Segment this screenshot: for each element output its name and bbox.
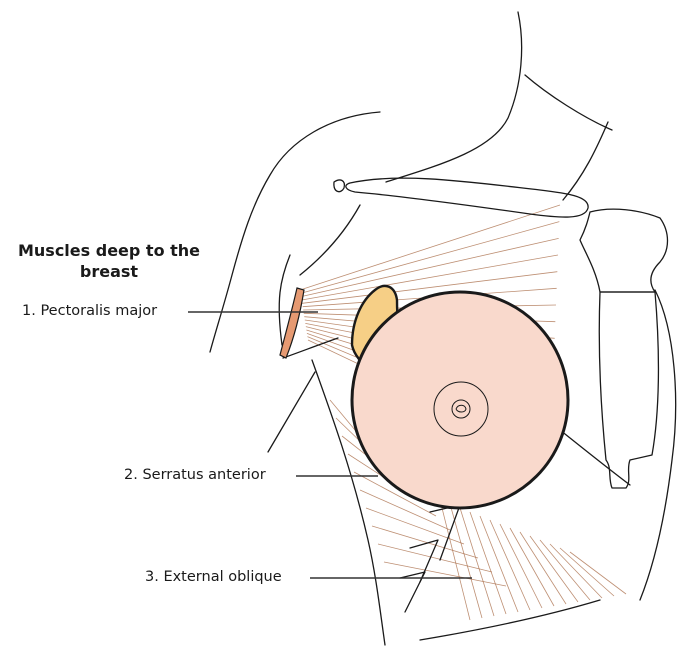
pectoralis-cut-edge [280, 288, 304, 358]
neck-contour [563, 122, 608, 200]
muscle-fiber [301, 222, 560, 294]
neck-outline [386, 12, 522, 182]
serratus-digitation-1 [430, 505, 460, 560]
costal-margin [560, 430, 630, 485]
label-pectoralis-major: 1. Pectoralis major [22, 302, 157, 320]
muscle-fiber [302, 255, 558, 300]
label-serratus-anterior: 2. Serratus anterior [124, 466, 266, 484]
muscle-fiber [470, 512, 506, 614]
clavicle [346, 178, 588, 217]
manubrium [580, 209, 668, 292]
label-external-oblique: 3. External oblique [145, 568, 282, 586]
muscle-fiber [490, 520, 530, 610]
heading-line-1: Muscles deep to the [10, 240, 208, 261]
heading: Muscles deep to the breast [10, 240, 208, 282]
muscle-fiber [550, 544, 602, 598]
pectoralis-upper-border [300, 205, 360, 275]
muscle-fiber [384, 562, 506, 586]
muscle-fiber [500, 524, 542, 608]
muscle-fiber [510, 528, 554, 606]
sternum-body [599, 292, 658, 488]
muscle-fiber [530, 536, 578, 602]
serratus-digitation-2 [410, 540, 438, 582]
muscle-fiber [480, 516, 518, 612]
muscle-fiber [372, 526, 478, 558]
muscle-fiber [301, 238, 559, 296]
heading-line-2: breast [10, 261, 208, 282]
arm-lower-outline [268, 372, 315, 452]
muscle-fiber [540, 540, 590, 600]
muscle-fiber [520, 532, 566, 604]
sternocleidomastoid-outline [525, 75, 612, 130]
oblique-boundary [420, 600, 600, 640]
coracoid-outline [334, 180, 344, 192]
external-oblique-muscle [440, 500, 626, 620]
